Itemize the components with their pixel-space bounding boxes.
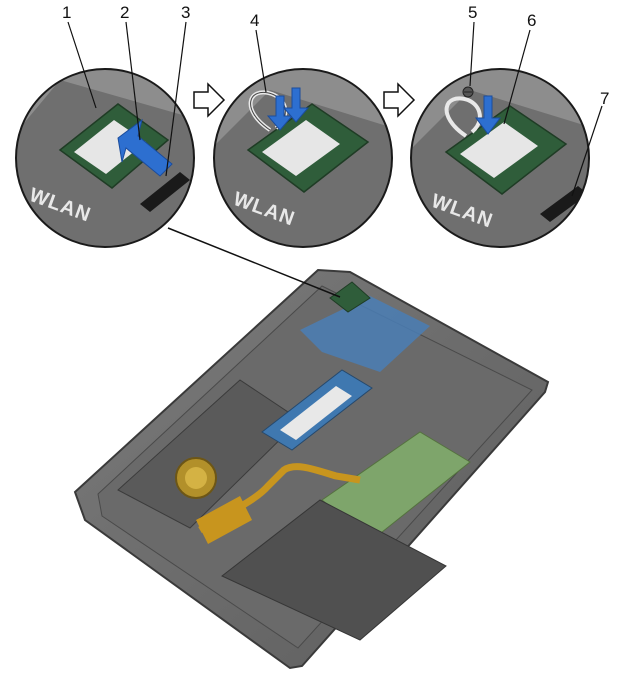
inset-2-border <box>213 68 393 248</box>
step-arrow-1 <box>193 82 226 118</box>
inset-2-card-label <box>262 120 340 176</box>
coin-cell-battery-center <box>185 467 207 489</box>
leader-4 <box>255 29 267 93</box>
leader-2 <box>125 21 141 141</box>
callout-leaders <box>67 21 603 197</box>
leader-5 <box>469 21 475 87</box>
wlan-slot-on-board <box>329 281 371 313</box>
inset-1-border <box>15 68 195 248</box>
leader-line <box>167 227 341 298</box>
step-arrow-2 <box>383 82 416 118</box>
inset-step-2: WLAN <box>213 68 393 248</box>
press-down-arrow-a <box>266 95 294 131</box>
callout-1: 1 <box>62 3 71 22</box>
inset-step-1: WLAN <box>15 68 195 248</box>
laptop-base-assembly <box>73 268 550 670</box>
callout-3: 3 <box>181 3 190 22</box>
inset-3-card-label <box>460 122 538 178</box>
insert-direction-arrow <box>117 118 173 177</box>
system-board <box>300 296 430 372</box>
callout-2: 2 <box>120 3 129 22</box>
callout-7: 7 <box>600 89 609 108</box>
battery-pack <box>221 499 447 641</box>
inset-1-connector <box>140 172 190 212</box>
press-down-arrow-b <box>282 87 310 123</box>
leader-6 <box>503 29 531 125</box>
callout-4: 4 <box>250 11 259 30</box>
leader-1 <box>67 21 97 109</box>
leader-7 <box>571 105 603 197</box>
callout-6: 6 <box>527 11 536 30</box>
inset-3-border <box>410 68 590 248</box>
callout-5: 5 <box>468 3 477 22</box>
inset-step-3: WLAN <box>410 68 590 248</box>
leader-3 <box>165 21 187 177</box>
inset-3-connector <box>540 186 588 222</box>
ribbon-connector <box>196 496 252 544</box>
screw-down-arrow <box>475 95 501 135</box>
ssd-label <box>280 386 352 440</box>
